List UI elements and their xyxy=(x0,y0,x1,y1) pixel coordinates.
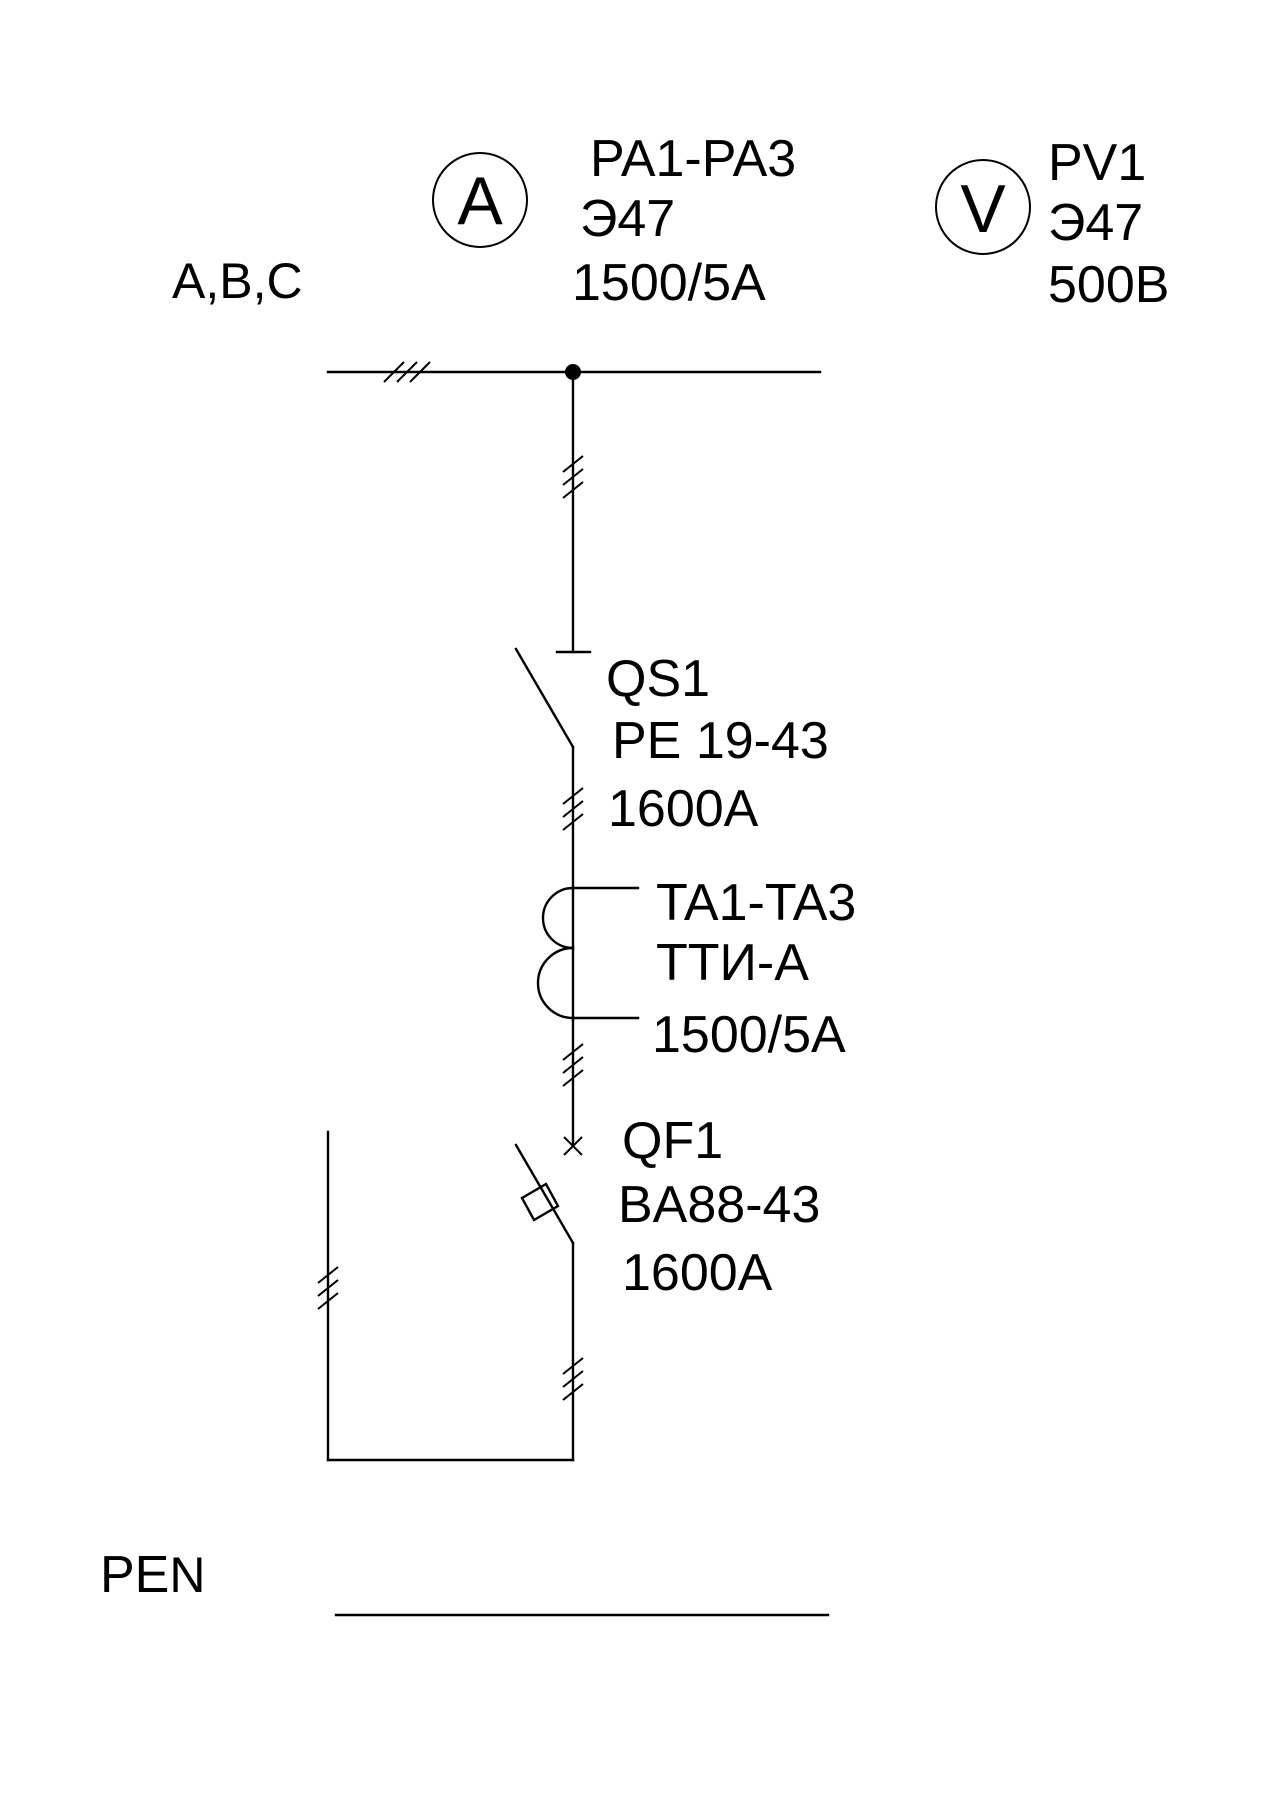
feeder-phase-ticks-3 xyxy=(562,1043,584,1087)
ammeter-letter: A xyxy=(457,163,503,239)
ammeter-rating: 1500/5A xyxy=(572,254,766,312)
output-phase-ticks-right xyxy=(562,1357,584,1401)
feeder-phase-ticks-2 xyxy=(562,787,584,831)
breaker-designation: QF1 xyxy=(622,1112,723,1170)
feeder-phase-ticks-1 xyxy=(562,455,584,499)
disconnector-blade xyxy=(514,647,575,749)
ct-type: ТТИ-А xyxy=(656,934,809,992)
voltmeter-circle xyxy=(935,159,1031,255)
ct-designation: TA1-TA3 xyxy=(656,874,856,932)
breaker-release-box xyxy=(520,1182,560,1222)
voltmeter-designation: PV1 xyxy=(1048,134,1146,192)
pen-label-n: N xyxy=(169,1547,203,1603)
breaker-contact-cross xyxy=(563,1136,583,1156)
disconnector-rating: 1600A xyxy=(608,780,759,838)
ammeter-circle xyxy=(432,152,528,248)
pen-label-pe: PE xyxy=(100,1546,169,1604)
ct-winding-upper xyxy=(541,886,575,950)
ammeter-symbol: A xyxy=(432,152,528,248)
breaker-symbol xyxy=(514,1143,575,1245)
breaker-rating: 1600A xyxy=(622,1244,773,1302)
pen-label: PEN xyxy=(100,1546,203,1604)
disconnector-designation: QS1 xyxy=(606,650,710,708)
voltmeter-type: Э47 xyxy=(1048,194,1143,252)
voltmeter-letter: V xyxy=(960,171,1006,247)
disconnector-type: PE 19-43 xyxy=(612,712,829,770)
bus-phases-label: A,B,C xyxy=(172,253,303,309)
output-phase-ticks-left xyxy=(317,1266,339,1310)
ct-winding-lower xyxy=(536,946,575,1020)
ammeter-type: Э47 xyxy=(580,190,675,248)
breaker-type: BA88-43 xyxy=(618,1176,820,1234)
breaker-blade xyxy=(514,1143,575,1245)
voltmeter-rating: 500B xyxy=(1048,256,1169,314)
busbar-phase-ticks xyxy=(383,361,431,383)
ammeter-designation: PA1-PA3 xyxy=(590,130,796,188)
ct-rating: 1500/5A xyxy=(652,1006,846,1064)
voltmeter-symbol: V xyxy=(935,159,1031,255)
current-transformer-symbol xyxy=(536,886,640,1020)
